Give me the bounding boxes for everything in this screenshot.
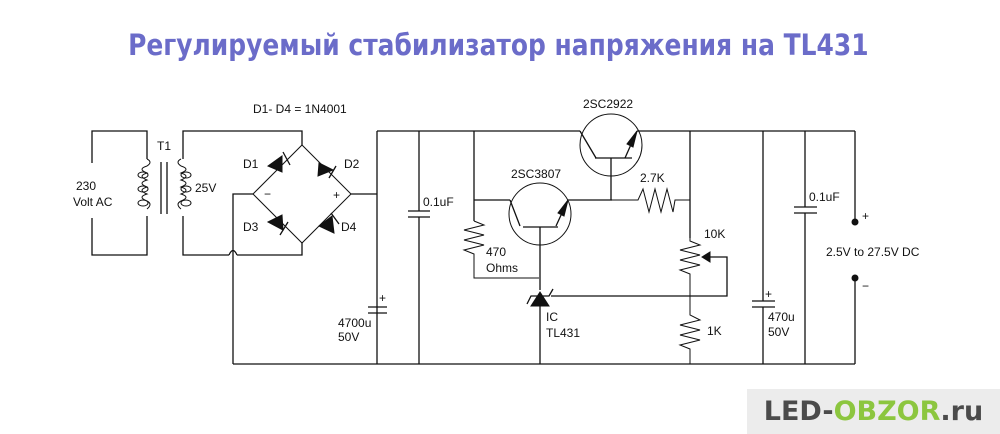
logo-part-obzor: OBZOR bbox=[833, 396, 941, 427]
capacitor-470u-polarity: + bbox=[765, 287, 772, 301]
ground-wire bbox=[232, 193, 253, 364]
capacitor-output-film-label: 0.1uF bbox=[809, 190, 840, 204]
page-title: Регулируемый стабилизатор напряжения на … bbox=[128, 28, 869, 62]
transistor-2sc2922-label: 2SC2922 bbox=[583, 97, 633, 111]
resistor-470-label: 470 bbox=[486, 245, 506, 259]
diode-d4-label: D4 bbox=[341, 220, 357, 234]
input-voltage-unit-label: Volt AC bbox=[73, 195, 113, 209]
transistor-2sc3807-label: 2SC3807 bbox=[511, 167, 561, 181]
tl431-shunt-regulator-icon bbox=[526, 288, 554, 364]
capacitor-4700u-icon bbox=[368, 306, 387, 314]
ic-part-label: TL431 bbox=[546, 326, 580, 340]
capacitor-470u-label: 470u bbox=[768, 310, 795, 324]
capacitor-output-film-icon bbox=[794, 131, 817, 364]
capacitor-4700u-voltage: 50V bbox=[338, 330, 359, 344]
output-plus-label: + bbox=[862, 209, 869, 223]
bridge-rectifier bbox=[252, 144, 352, 244]
diode-d4-icon bbox=[318, 212, 340, 234]
resistor-1k-icon bbox=[678, 296, 702, 364]
capacitor-4700u-label: 4700u bbox=[338, 316, 371, 330]
output-terminals bbox=[851, 131, 859, 364]
diode-d1-label: D1 bbox=[243, 157, 259, 171]
potentiometer-10k-label: 10K bbox=[704, 227, 725, 241]
resistor-1k-label: 1K bbox=[707, 324, 722, 338]
output-minus-label: − bbox=[862, 279, 869, 293]
output-range-label: 2.5V to 27.5V DC bbox=[826, 245, 920, 259]
diode-d1-icon bbox=[266, 151, 291, 173]
transformer-core bbox=[160, 162, 168, 214]
resistor-2k7-icon bbox=[612, 131, 691, 238]
bridge-minus-label: − bbox=[264, 187, 271, 201]
ic-label: IC bbox=[546, 310, 558, 324]
bridge-note: D1- D4 = 1N4001 bbox=[253, 102, 347, 116]
resistor-470-unit: Ohms bbox=[486, 261, 518, 275]
capacitor-4700u-polarity: + bbox=[379, 291, 386, 305]
secondary-voltage-label: 25V bbox=[195, 181, 216, 195]
diode-d2-label: D2 bbox=[344, 157, 360, 171]
resistor-2k7-label: 2.7K bbox=[640, 171, 665, 185]
capacitor-470u-voltage: 50V bbox=[768, 325, 789, 339]
diode-d2-icon bbox=[317, 162, 337, 179]
transistor-2sc2922-icon bbox=[579, 113, 643, 200]
capacitor-input-film-icon bbox=[408, 131, 430, 364]
transistor-2sc3807-icon bbox=[508, 182, 612, 290]
bridge-plus-label: + bbox=[333, 188, 340, 202]
site-logo[interactable]: LED-OBZOR.ru bbox=[747, 389, 1000, 434]
transformer-label: T1 bbox=[157, 139, 171, 153]
capacitor-470u-icon bbox=[752, 131, 775, 364]
resistor-470-icon bbox=[462, 131, 539, 279]
primary-winding-circuit bbox=[91, 130, 151, 256]
diode-d3-icon bbox=[266, 214, 289, 236]
input-voltage-label: 230 bbox=[76, 179, 96, 193]
potentiometer-10k-icon bbox=[551, 238, 728, 297]
diode-d3-label: D3 bbox=[243, 220, 259, 234]
logo-part-led: LED- bbox=[763, 396, 834, 427]
logo-part-domain: .ru bbox=[940, 396, 984, 427]
capacitor-input-film-label: 0.1uF bbox=[423, 195, 454, 209]
